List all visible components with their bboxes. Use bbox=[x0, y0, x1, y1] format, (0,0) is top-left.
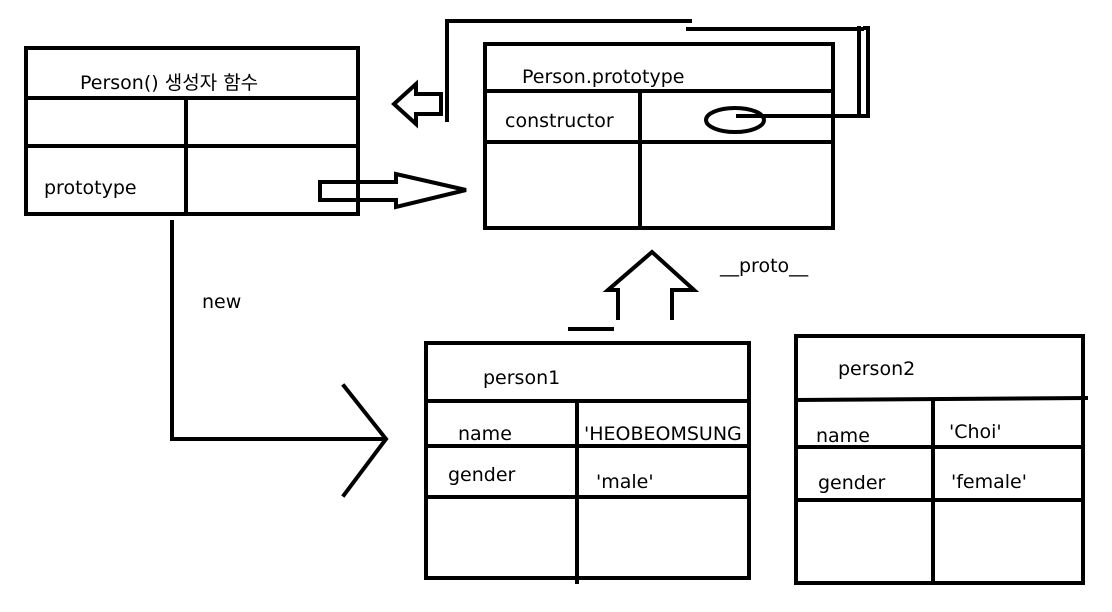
person1-box-border bbox=[424, 341, 751, 580]
prototype-title: Person.prototype bbox=[522, 66, 684, 88]
person1-title: person1 bbox=[483, 367, 560, 389]
person1-name-value: 'HEOBEOMSUNG bbox=[584, 423, 742, 445]
person2-title: person2 bbox=[838, 358, 915, 380]
person2-title-divider bbox=[793, 395, 1089, 403]
prototype-link-arrow bbox=[318, 171, 467, 210]
constructor-box: Person() 생성자 함수 prototype bbox=[24, 46, 360, 216]
person1-gender-value: 'male' bbox=[596, 471, 654, 493]
person2-gender-value: 'female' bbox=[951, 471, 1027, 493]
prototype-box: Person.prototype constructor bbox=[483, 42, 835, 230]
person2-name-value: 'Choi' bbox=[949, 421, 1002, 443]
new-arrow: new bbox=[170, 220, 389, 498]
constructor-title: Person() 생성자 함수 bbox=[80, 72, 258, 94]
proto-label: __proto__ bbox=[719, 255, 809, 277]
proto-arrow-shape bbox=[602, 249, 700, 320]
new-label: new bbox=[202, 291, 241, 313]
person1-gender-key: gender bbox=[448, 464, 516, 486]
constructor-loop-line bbox=[736, 26, 870, 118]
prototype-constructor-key: constructor bbox=[505, 110, 614, 132]
person2-gender-key: gender bbox=[818, 472, 886, 494]
constructor-arrow-left bbox=[391, 79, 443, 129]
constructor-reference-circle bbox=[704, 106, 766, 134]
proto-arrow: __proto__ bbox=[568, 249, 809, 331]
new-arrow-head bbox=[341, 383, 389, 498]
person2-box-border bbox=[794, 334, 1085, 585]
constructor-prototype-key: prototype bbox=[44, 177, 137, 199]
constructor-back-reference bbox=[391, 19, 870, 129]
person2-name-key: name bbox=[816, 425, 870, 447]
person1-name-key: name bbox=[458, 423, 512, 445]
person1-box: person1 name 'HEOBEOMSUNG gender 'male' bbox=[424, 341, 751, 584]
constructor-box-border bbox=[24, 46, 360, 216]
prototype-box-border bbox=[483, 42, 835, 230]
new-arrow-line bbox=[170, 220, 386, 441]
person2-box: person2 name 'Choi' gender 'female' bbox=[793, 334, 1089, 585]
